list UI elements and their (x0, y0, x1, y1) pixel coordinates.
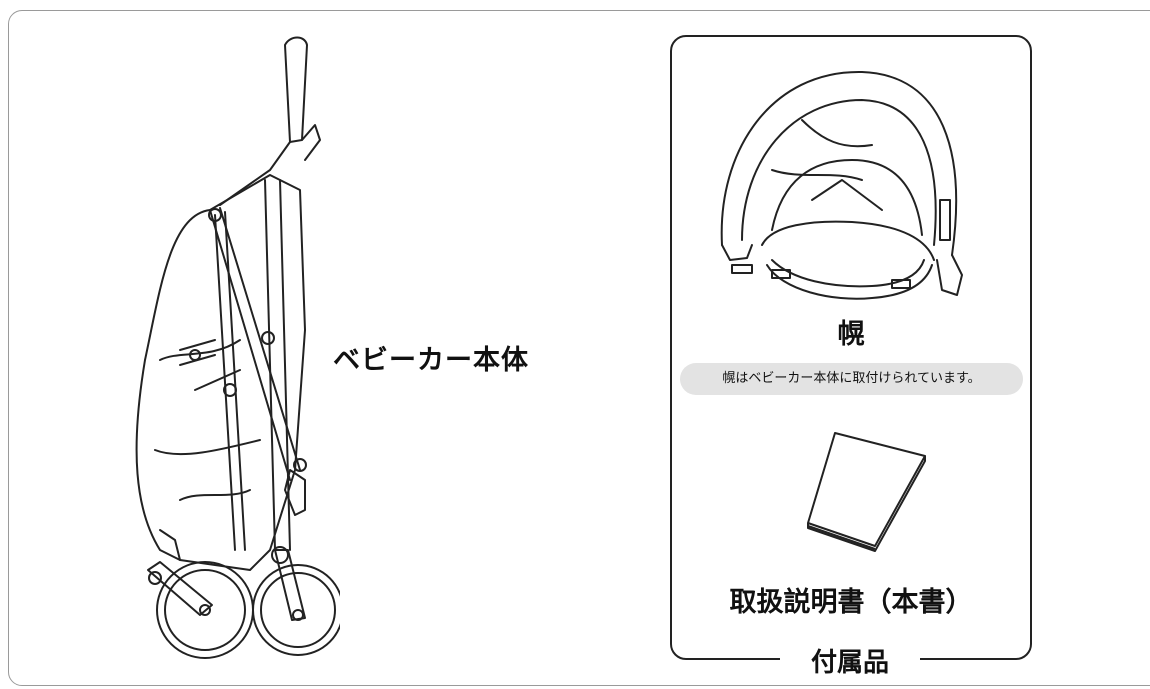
canopy-label: 幌 (837, 319, 865, 350)
accessories-title: 付属品 (780, 642, 920, 679)
canopy-note: 幌はベビーカー本体に取付けられています。 (680, 363, 1023, 395)
manual-illustration (807, 432, 926, 552)
page-frame (8, 10, 1150, 686)
canopy-illustration (720, 70, 963, 300)
stroller-illustration (135, 36, 340, 659)
manual-label: 取扱説明書（本書） (729, 587, 973, 618)
stroller-body-label: ベビーカー本体 (333, 345, 529, 376)
